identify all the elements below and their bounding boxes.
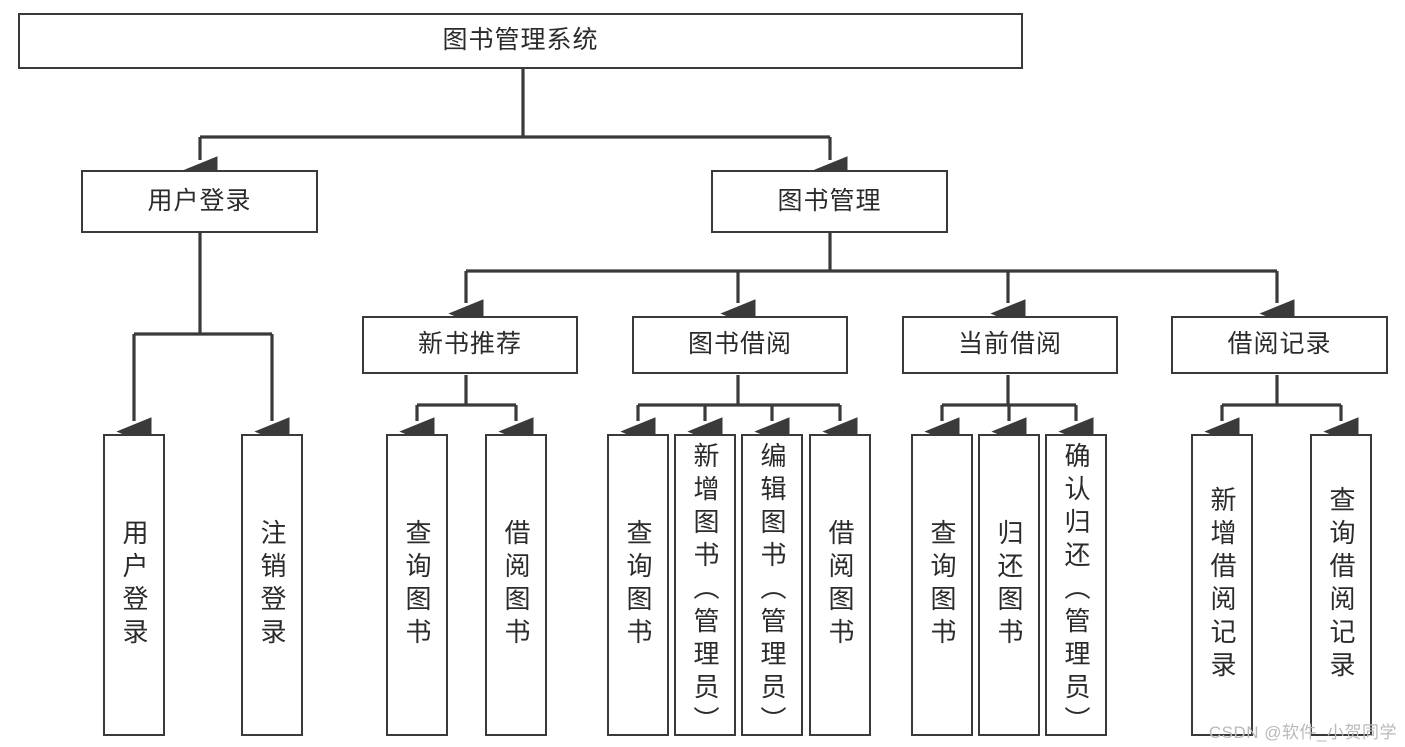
node-label: 用户登录 [119,519,149,651]
leaf-add-borrow-record[interactable]: 新增借阅记录 [1191,434,1253,736]
node-label: 归还图书 [994,519,1024,651]
node-label: 当前借阅 [957,330,1062,359]
node-label: 借阅记录 [1227,330,1332,359]
node-label: 查询图书 [623,519,653,651]
node-label: 用户登录 [147,186,252,215]
node-label: 图书管理 [777,186,882,215]
node-root-book-management-system[interactable]: 图书管理系统 [18,13,1023,69]
watermark-credit: CSDN @软件_小贺同学 [1208,723,1397,742]
node-label: 确认归还（管理员） [1061,442,1091,739]
node-label: 图书管理系统 [442,26,599,55]
node-label: 新增借阅记录 [1207,486,1237,684]
node-label: 注销登录 [257,519,287,651]
node-label: 查询图书 [927,519,957,651]
node-label: 编辑图书（管理员） [757,442,787,739]
leaf-borrow-book-borrow[interactable]: 借阅图书 [809,434,871,736]
node-label: 借阅图书 [501,519,531,651]
node-label: 新书推荐 [417,330,522,359]
node-label: 查询借阅记录 [1326,486,1356,684]
leaf-logout-login[interactable]: 注销登录 [241,434,303,736]
node-current-borrow[interactable]: 当前借阅 [902,316,1118,374]
node-label: 图书借阅 [687,330,792,359]
node-new-book-recommend[interactable]: 新书推荐 [362,316,578,374]
node-label: 新增图书（管理员） [690,442,720,739]
leaf-return-book[interactable]: 归还图书 [978,434,1040,736]
node-user-login[interactable]: 用户登录 [81,170,318,233]
leaf-query-borrow-record[interactable]: 查询借阅记录 [1310,434,1372,736]
node-label: 查询图书 [402,519,432,651]
leaf-user-login[interactable]: 用户登录 [103,434,165,736]
leaf-edit-book-admin[interactable]: 编辑图书（管理员） [741,434,803,739]
node-borrow-record[interactable]: 借阅记录 [1171,316,1388,374]
leaf-query-book-recommend[interactable]: 查询图书 [386,434,448,736]
leaf-query-book-current[interactable]: 查询图书 [911,434,973,736]
node-book-management[interactable]: 图书管理 [711,170,948,233]
leaf-add-book-admin[interactable]: 新增图书（管理员） [674,434,736,739]
leaf-query-book-borrow[interactable]: 查询图书 [607,434,669,736]
node-label: 借阅图书 [825,519,855,651]
leaf-borrow-book-recommend[interactable]: 借阅图书 [485,434,547,736]
leaf-confirm-return-admin[interactable]: 确认归还（管理员） [1045,434,1107,739]
node-book-borrow[interactable]: 图书借阅 [632,316,848,374]
